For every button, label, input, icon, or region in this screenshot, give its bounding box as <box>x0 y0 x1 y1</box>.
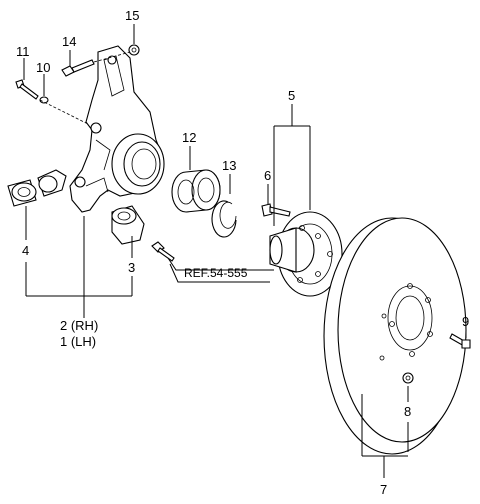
label-1-lh: 1 (LH) <box>60 334 96 349</box>
bushing-3 <box>111 205 145 245</box>
label-9: 9 <box>462 314 469 329</box>
label-10: 10 <box>36 60 50 75</box>
bearing-12 <box>171 169 221 213</box>
nut-15 <box>128 44 140 56</box>
label-8: 8 <box>404 404 411 419</box>
label-7: 7 <box>380 482 387 497</box>
label-4: 4 <box>22 243 29 258</box>
washer-10 <box>39 96 49 104</box>
label-13: 13 <box>222 158 236 173</box>
brake-disc <box>323 217 467 455</box>
screw-9 <box>449 333 471 349</box>
label-11: 11 <box>16 44 30 59</box>
wheel-hub <box>269 211 343 297</box>
ref-bolt <box>151 241 175 262</box>
label-12: 12 <box>182 130 196 145</box>
bolt-14 <box>61 59 95 77</box>
clip-8 <box>402 372 414 384</box>
snap-ring-13 <box>211 200 237 238</box>
ref-label: REF.54-555 <box>184 266 248 280</box>
bolt-11 <box>15 79 39 100</box>
label-6: 6 <box>264 168 271 183</box>
bushing-left <box>7 169 67 207</box>
label-5: 5 <box>288 88 295 103</box>
label-3: 3 <box>128 260 135 275</box>
label-15: 15 <box>125 8 139 23</box>
hub-bolt-6 <box>261 203 291 217</box>
label-2-rh: 2 (RH) <box>60 318 98 333</box>
label-14: 14 <box>62 34 76 49</box>
steering-knuckle <box>69 45 165 213</box>
